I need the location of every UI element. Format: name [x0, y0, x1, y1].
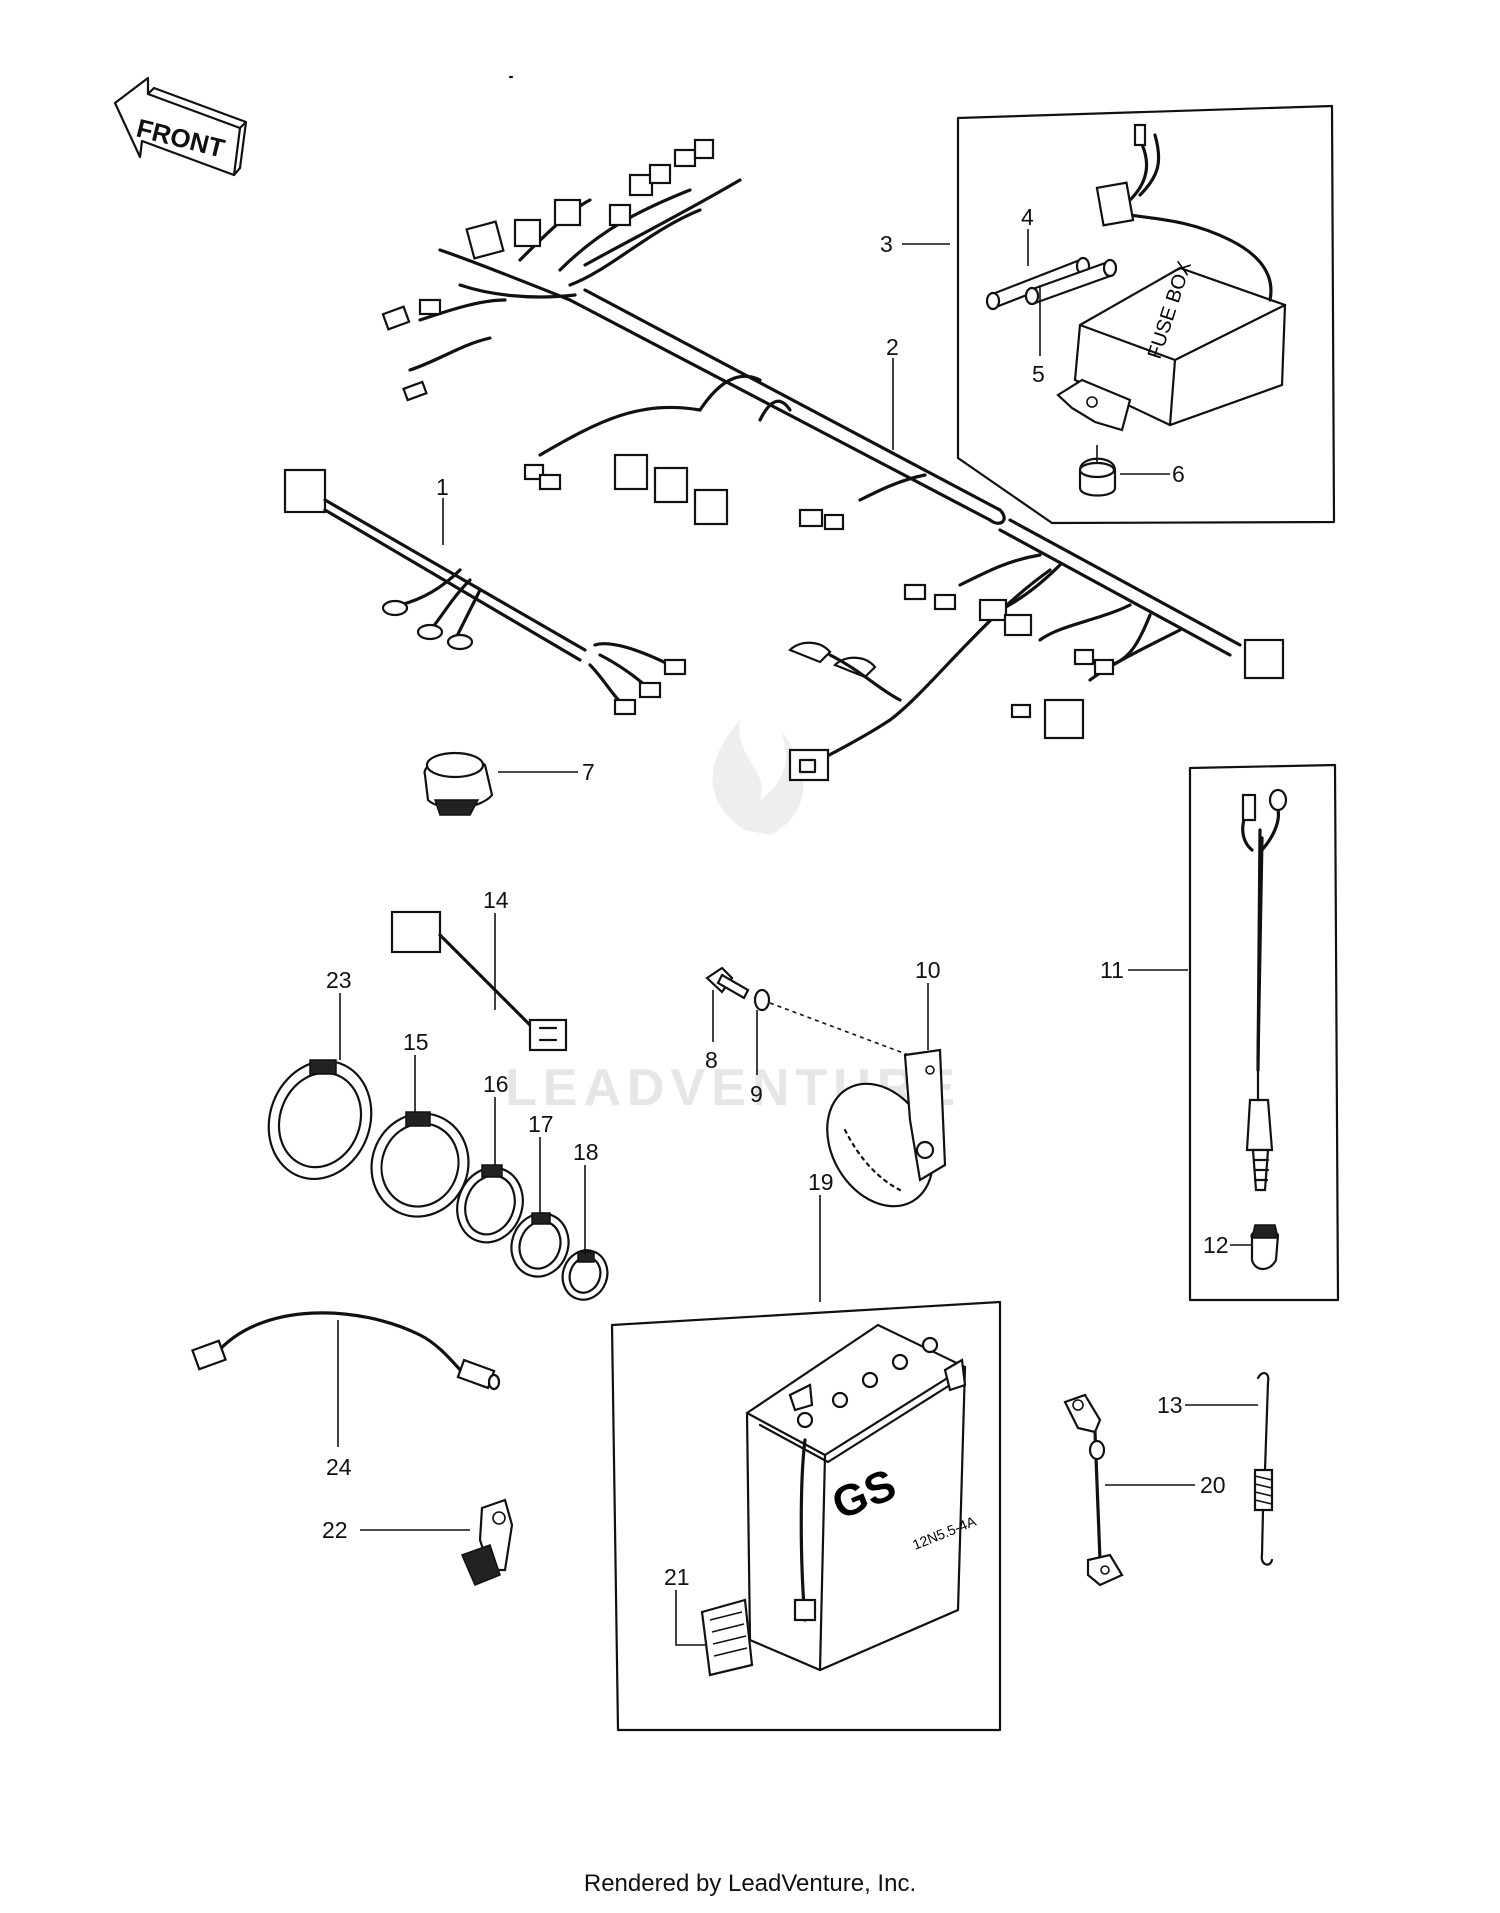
bolt-part — [705, 966, 750, 1000]
clamp-part — [460, 1498, 514, 1586]
battery-frame — [610, 1300, 1002, 1732]
callout-17: 17 — [528, 1111, 554, 1137]
band-17-part — [510, 1212, 570, 1278]
callout-6: 6 — [1172, 461, 1185, 487]
washer-part — [753, 988, 771, 1012]
fuse-box-frame — [956, 104, 1336, 525]
band-15-part — [370, 1111, 470, 1218]
sub-harness-part — [283, 468, 687, 716]
callout-3: 3 — [880, 231, 893, 257]
callout-8: 8 — [705, 1047, 718, 1073]
connector-harness-part — [390, 910, 568, 1052]
callout-7: 7 — [582, 759, 595, 785]
callout-13: 13 — [1157, 1392, 1183, 1418]
spark-plug-lead-part — [1241, 788, 1288, 1192]
callout-23: 23 — [326, 967, 352, 993]
horn-part — [826, 1048, 947, 1208]
callout-14: 14 — [483, 887, 509, 913]
battery-part: GS 12N5.5-4A — [745, 1323, 979, 1672]
callout-11: 11 — [1100, 957, 1124, 983]
callout-labels: 1 2 3 4 5 6 7 8 9 10 11 12 13 14 15 16 1… — [322, 204, 1229, 1590]
lead-frame — [1188, 763, 1340, 1302]
band-18-part — [561, 1249, 609, 1301]
spring-part — [1253, 1372, 1274, 1566]
callout-20: 20 — [1200, 1472, 1226, 1498]
grommet-part — [1078, 445, 1117, 497]
callout-18: 18 — [573, 1139, 599, 1165]
footer-credit: Rendered by LeadVenture, Inc. — [583, 1870, 917, 1897]
callout-12: 12 — [1203, 1232, 1229, 1258]
band-23-part — [267, 1059, 373, 1181]
ground-lead-part — [1063, 1393, 1124, 1587]
callout-9: 9 — [750, 1081, 763, 1107]
callout-4: 4 — [1021, 204, 1034, 230]
fuse-box-part: FUSE BOX — [1056, 123, 1287, 432]
relay-part — [423, 751, 494, 816]
fuse-spare-part — [1024, 258, 1118, 306]
callout-15: 15 — [403, 1029, 429, 1055]
callout-16: 16 — [483, 1071, 509, 1097]
cap-part — [1250, 1224, 1280, 1271]
callout-2: 2 — [886, 334, 899, 360]
callout-21: 21 — [664, 1564, 690, 1590]
band-16-part — [456, 1164, 524, 1244]
lead-wire-part — [191, 1311, 501, 1391]
leader-lines — [337, 229, 1258, 1646]
main-harness-part — [381, 138, 1285, 782]
front-arrow-icon: FRONT — [113, 76, 248, 177]
label-sheet-part — [700, 1598, 754, 1677]
callout-22: 22 — [322, 1517, 348, 1543]
callout-24: 24 — [326, 1454, 352, 1480]
callout-19: 19 — [808, 1169, 834, 1195]
callout-5: 5 — [1032, 361, 1045, 387]
callout-10: 10 — [915, 957, 941, 983]
callout-1: 1 — [436, 474, 449, 500]
watermark: LEADVENTURE — [505, 720, 955, 1117]
